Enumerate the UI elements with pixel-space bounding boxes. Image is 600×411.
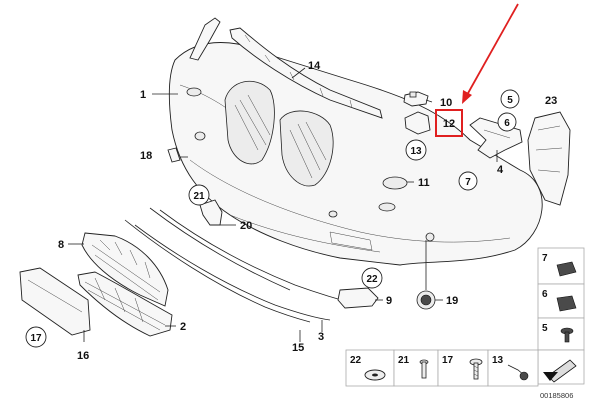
callout-10: 10 [440, 97, 452, 109]
callout-labels: 1 14 10 18 11 4 20 8 2 3 15 16 9 19 [58, 60, 504, 362]
callout-20: 20 [240, 220, 252, 232]
callout-5: 5 [507, 95, 513, 106]
callout-13: 13 [410, 146, 422, 157]
screw-5-icon [560, 327, 574, 343]
screw-17-icon [469, 358, 483, 380]
callout-9: 9 [386, 295, 392, 307]
callout-4: 4 [497, 164, 504, 176]
arrow-head-icon [543, 372, 558, 381]
callout-6: 6 [504, 118, 510, 129]
callout-23: 23 [545, 95, 557, 107]
callout-8: 8 [58, 239, 64, 251]
legend-22: 22 [350, 355, 362, 366]
bracket-12 [404, 111, 431, 135]
legend-17: 17 [442, 355, 454, 366]
callout-7: 7 [465, 177, 471, 188]
callout-22: 22 [366, 274, 378, 285]
trim-strip-3 [134, 224, 331, 321]
callout-3: 3 [318, 331, 324, 343]
callout-14: 14 [308, 60, 321, 72]
air-duct-23 [527, 111, 571, 206]
sensor-19 [416, 290, 436, 310]
clip-nut-6-icon [556, 295, 577, 312]
trim-strip-15-inner [149, 207, 291, 291]
washer-22-icon [364, 369, 386, 381]
highlight-callout-12: 12 [435, 109, 463, 137]
callout-1: 1 [140, 89, 146, 101]
legend-7: 7 [542, 253, 548, 264]
clip-18 [167, 147, 181, 163]
callout-21: 21 [193, 191, 205, 202]
clip-10 [403, 91, 429, 107]
callout-2: 2 [180, 321, 186, 333]
trim-strip-3-inner [124, 219, 311, 323]
callout-18: 18 [140, 150, 152, 162]
diagram-number: 00185806 [540, 391, 573, 400]
cover-9 [337, 287, 379, 309]
callout-15: 15 [292, 342, 304, 354]
clip-nut-7-icon [556, 261, 577, 277]
upper-bracket-strip [229, 27, 383, 119]
side-bracket-left [189, 17, 221, 61]
bumper-cover [168, 42, 543, 266]
callout-11: 11 [418, 177, 430, 189]
clip-13-icon [507, 364, 529, 381]
legend-bottom: 22 21 17 13 [345, 349, 539, 387]
legend-right: 7 6 5 [537, 247, 585, 385]
lower-grille-2 [77, 271, 173, 337]
legend-13: 13 [492, 355, 504, 366]
trim-strip-15 [159, 209, 361, 306]
legend-5: 5 [542, 323, 548, 334]
arrow-symbol-icon [547, 359, 577, 383]
callout-12: 12 [443, 118, 455, 130]
callout-17: 17 [30, 333, 42, 344]
legend-6: 6 [542, 289, 548, 300]
circled-callouts: 5 6 13 7 21 22 17 23 [25, 89, 557, 348]
rivet-21-icon [419, 359, 429, 379]
callout-16: 16 [77, 350, 89, 362]
red-arrow [462, 3, 519, 104]
legend-21: 21 [398, 355, 410, 366]
grille-8 [81, 232, 169, 307]
plate-bracket-16 [19, 267, 91, 336]
callout-19: 19 [446, 295, 458, 307]
leader-lines [68, 67, 498, 342]
